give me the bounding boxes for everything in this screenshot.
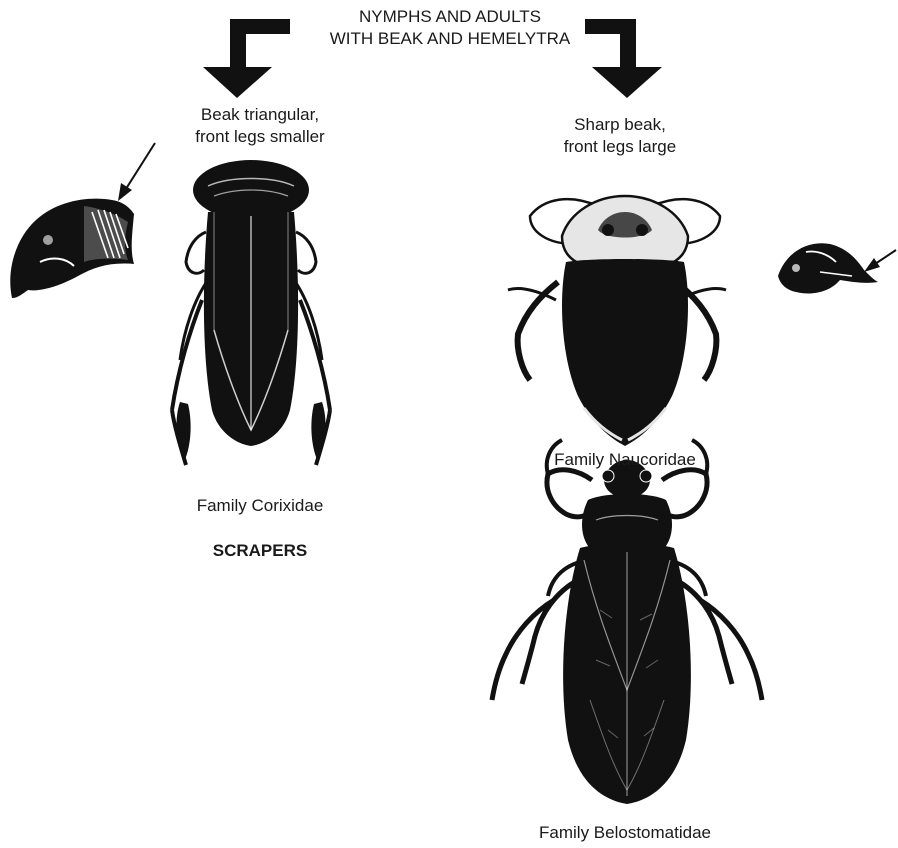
family-belostomatidae-label: Family Belostomatidae (505, 822, 745, 844)
right-descriptor-line-2: front legs large (510, 136, 730, 158)
right-descriptor-line-1: Sharp beak, (510, 114, 730, 136)
left-descriptor: Beak triangular, front legs smaller (150, 104, 370, 148)
left-descriptor-line-2: front legs smaller (150, 126, 370, 148)
belostomatidae-illustration (492, 440, 762, 804)
scrapers-label: SCRAPERS (150, 540, 370, 562)
corixidae-illustration (172, 160, 330, 465)
header-label: NYMPHS AND ADULTS WITH BEAK AND HEMELYTR… (300, 6, 600, 50)
header-line-1: NYMPHS AND ADULTS (300, 6, 600, 28)
right-descriptor: Sharp beak, front legs large (510, 114, 730, 158)
naucoridae-illustration (508, 196, 726, 446)
left-branch-arrow (203, 19, 290, 98)
corixidae-beak-illustration (10, 199, 134, 298)
left-descriptor-line-1: Beak triangular, (150, 104, 370, 126)
family-corixidae-label: Family Corixidae (150, 495, 370, 517)
family-naucoridae-label: Family Naucoridae (515, 449, 735, 471)
header-line-2: WITH BEAK AND HEMELYTRA (300, 28, 600, 50)
right-beak-pointer-arrow (864, 250, 896, 272)
naucoridae-beak-illustration (778, 243, 878, 293)
left-beak-pointer-arrow (118, 143, 155, 201)
